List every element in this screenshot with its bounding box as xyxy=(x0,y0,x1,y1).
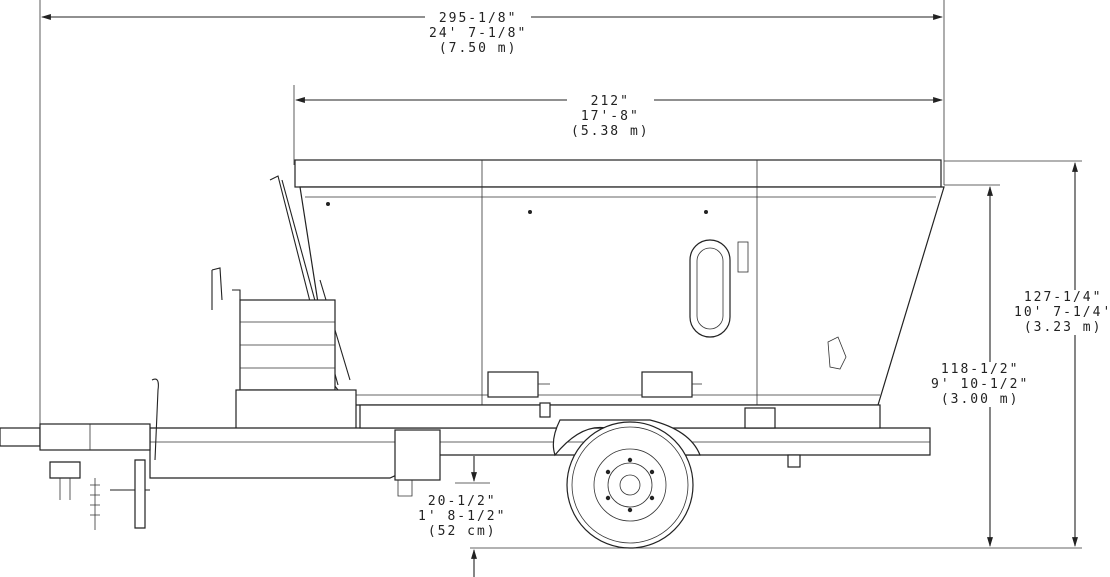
ladder-icon xyxy=(211,175,357,431)
wheel-icon xyxy=(566,421,694,549)
tub-height-feet: 9' 10-1/2" xyxy=(931,377,1030,392)
tub-length-inches: 212" xyxy=(590,94,630,109)
overall-length-metric: (7.50 m) xyxy=(438,41,518,56)
jack-stand xyxy=(134,459,146,529)
frame-drop-bracket xyxy=(394,429,441,481)
tub-height-metric: (3.00 m) xyxy=(940,392,1020,407)
ground-clearance-inches: 20-1/2" xyxy=(427,494,497,509)
inspection-door-icon xyxy=(689,239,731,338)
tub-length-feet: 17'-8" xyxy=(580,109,640,124)
gearbox-right xyxy=(641,371,693,398)
overall-length-label: 295-1/8" 24' 7-1/8" (7.50 m) xyxy=(425,11,532,56)
tub-height-label: 118-1/2" 9' 10-1/2" (3.00 m) xyxy=(927,362,1034,407)
overall-length-inches: 295-1/8" xyxy=(438,11,518,26)
gearbox-left xyxy=(487,371,539,398)
mixer-tub xyxy=(294,159,945,406)
latch-icon xyxy=(827,336,847,370)
tub-top-extension xyxy=(294,159,942,188)
overall-length-feet: 24' 7-1/8" xyxy=(429,26,528,41)
platform-step xyxy=(235,389,357,431)
tub-height-inches: 118-1/2" xyxy=(940,362,1020,377)
ground-clearance-feet: 1' 8-1/2" xyxy=(418,509,507,524)
hitch-icon xyxy=(0,378,159,530)
tub-length-label: 212" 17'-8" (5.38 m) xyxy=(567,94,654,139)
ground-clearance-label: 20-1/2" 1' 8-1/2" (52 cm) xyxy=(414,494,511,539)
ground-clearance-metric: (52 cm) xyxy=(427,524,497,539)
overall-height-label: 127-1/4" 10' 7-1/4' (3.23 m) xyxy=(1010,290,1110,335)
overall-height-metric: (3.23 m) xyxy=(1023,320,1103,335)
tub-length-metric: (5.38 m) xyxy=(571,124,650,139)
overall-height-inches: 127-1/4" xyxy=(1023,290,1103,305)
tub-body xyxy=(299,186,945,406)
chassis-frame xyxy=(149,402,931,497)
overall-height-feet: 10' 7-1/4' xyxy=(1014,305,1110,320)
main-frame-rail xyxy=(149,427,931,479)
